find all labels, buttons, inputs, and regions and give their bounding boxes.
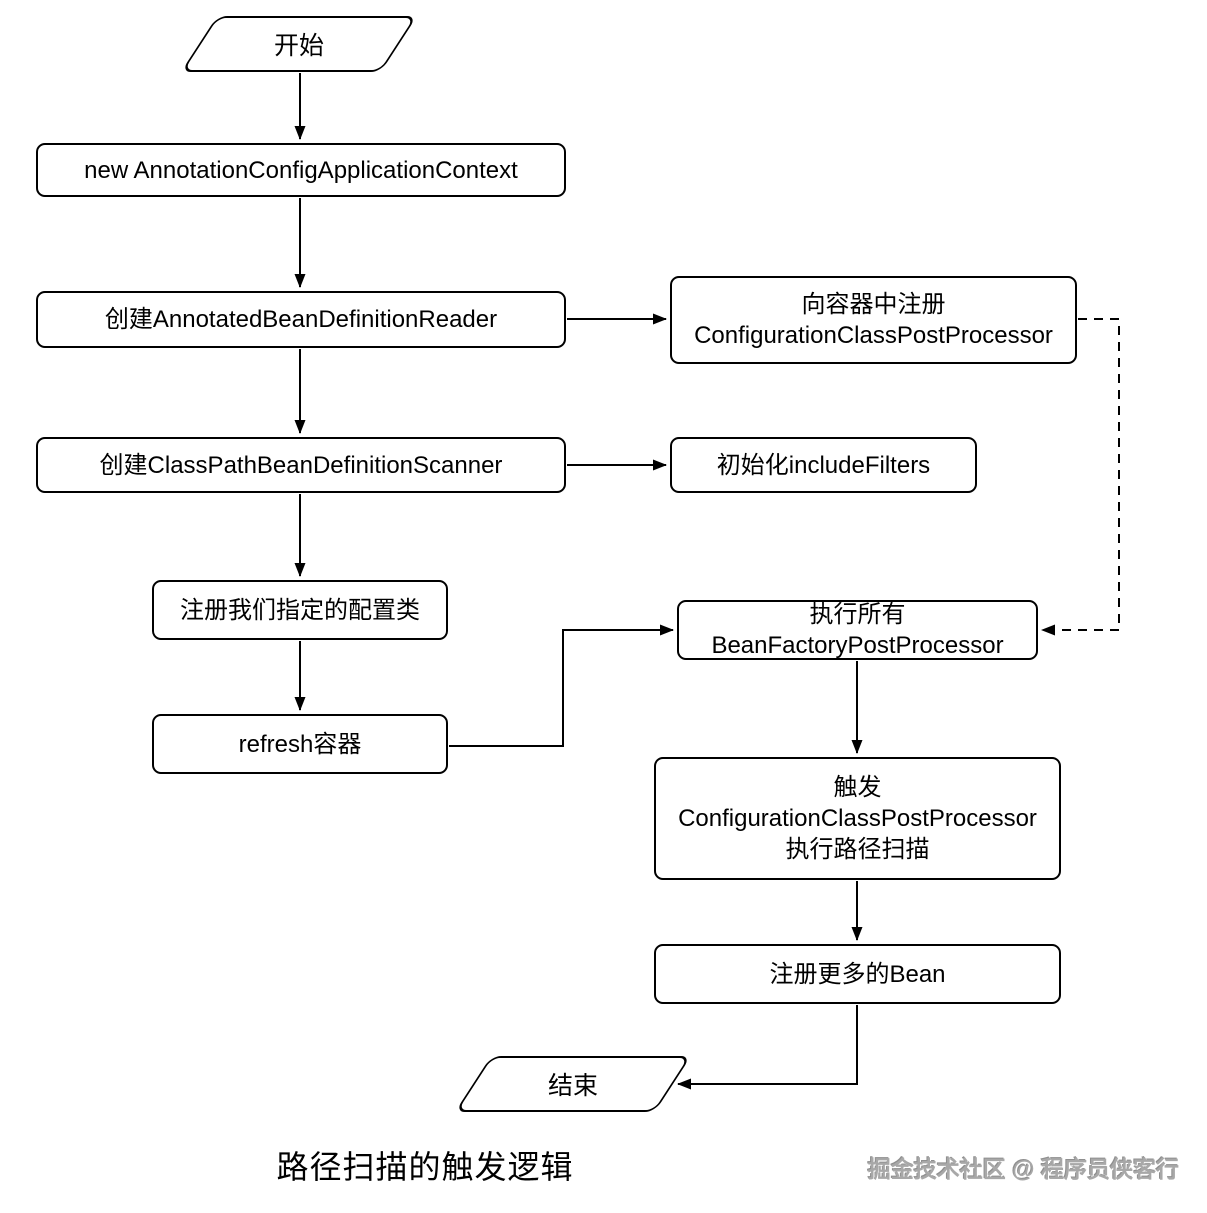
node-execute-all-bean-factory-post-processors: 执行所有 BeanFactoryPostProcessor xyxy=(677,600,1038,660)
node-register-specified-config-class: 注册我们指定的配置类 xyxy=(152,580,448,640)
arrow-register-ccpp-to-exec-bfpp-dashed xyxy=(1041,318,1120,636)
end-terminator-label: 结束 xyxy=(547,1072,598,1100)
start-terminator-label: 开始 xyxy=(273,32,324,60)
arrow-refresh-to-exec-bfpp xyxy=(449,624,674,747)
node-init-include-filters: 初始化includeFilters xyxy=(670,437,977,493)
diagram-title: 路径扫描的触发逻辑 xyxy=(276,1149,574,1185)
node-create-annotated-bean-definition-reader: 创建AnnotatedBeanDefinitionReader xyxy=(36,291,566,348)
node-refresh-container: refresh容器 xyxy=(152,714,448,774)
arrow-register-beans-to-end xyxy=(677,1005,858,1090)
watermark-text: 掘金技术社区 @ 程序员侠客行 xyxy=(867,1156,1179,1182)
node-register-configuration-class-post-processor: 向容器中注册 ConfigurationClassPostProcessor xyxy=(670,276,1077,364)
node-create-classpath-bean-definition-scanner: 创建ClassPathBeanDefinitionScanner xyxy=(36,437,566,493)
node-register-more-beans: 注册更多的Bean xyxy=(654,944,1061,1004)
node-trigger-path-scan: 触发 ConfigurationClassPostProcessor 执行路径扫… xyxy=(654,757,1061,880)
node-new-annotation-config-application-context: new AnnotationConfigApplicationContext xyxy=(36,143,566,197)
